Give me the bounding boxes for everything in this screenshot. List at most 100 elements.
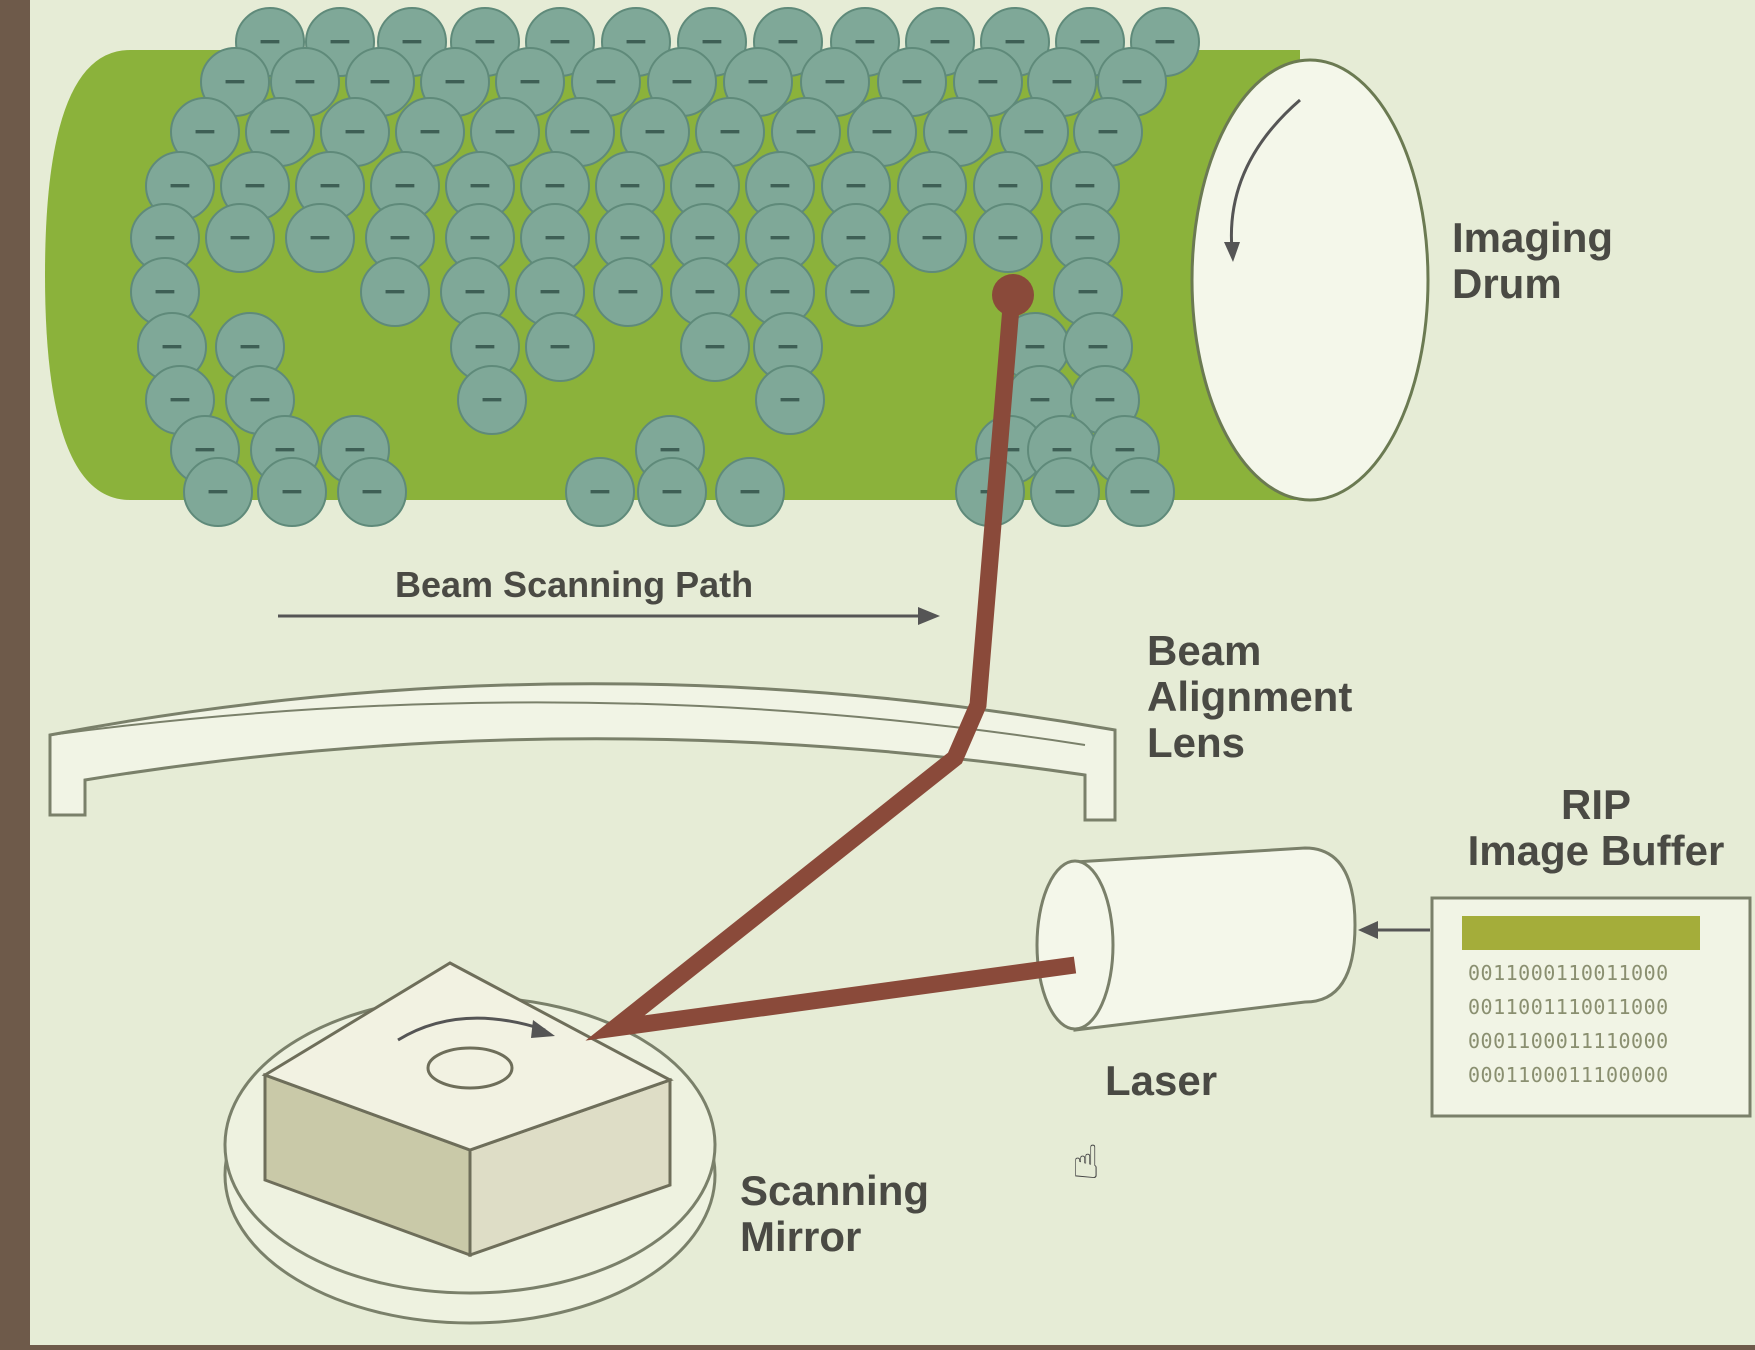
- toner-particle: [1105, 457, 1175, 527]
- toner-particles: −−−−−−−−−−−−−−−−−−−−−−−−−−−−−−−−−−−−−−−−…: [130, 7, 1200, 527]
- toner-particle: [973, 203, 1043, 273]
- toner-charge-sign: −: [617, 220, 642, 255]
- rip-buffer-highlight-row: [1462, 916, 1700, 950]
- imaging-drum-label-line1: Imaging: [1452, 214, 1614, 261]
- toner-charge-sign: −: [852, 24, 877, 59]
- scanning-mirror-label: Scanning Mirror: [740, 1167, 930, 1261]
- laser-aperture: [1035, 859, 1115, 1031]
- toner-charge-sign: −: [1022, 329, 1047, 364]
- laser-body: [1073, 846, 1357, 1032]
- toner-charge-sign: −: [899, 64, 924, 99]
- toner-charge-sign: −: [659, 474, 684, 509]
- scanning-mirror-label-line1: Scanning: [740, 1167, 930, 1214]
- toner-charge-sign: −: [702, 329, 727, 364]
- drum-rotation-arrow-icon: [1229, 98, 1301, 251]
- toner-charge-sign: −: [843, 168, 868, 203]
- toner-particle: [525, 312, 595, 382]
- toner-particle: [457, 365, 527, 435]
- toner-charge-sign: −: [547, 329, 572, 364]
- rip-buffer-bit-row: 0011001110011000: [1468, 995, 1669, 1019]
- toner-charge-sign: −: [479, 382, 504, 417]
- toner-charge-sign: −: [717, 114, 742, 149]
- toner-charge-sign: −: [847, 274, 872, 309]
- toner-charge-sign: −: [442, 64, 467, 99]
- toner-charge-sign: −: [1127, 474, 1152, 509]
- toner-charge-sign: −: [417, 114, 442, 149]
- toner-charge-sign: −: [257, 24, 282, 59]
- toner-charge-sign: −: [767, 168, 792, 203]
- toner-particle: [337, 457, 407, 527]
- laser-beam: [585, 294, 1077, 1041]
- scanning-mirror-label-line2: Mirror: [740, 1213, 862, 1261]
- rip-image-buffer-label-line2: Image Buffer: [1467, 827, 1725, 875]
- drum-rotation-arrowhead-icon: [1224, 242, 1240, 262]
- laser-label: Laser: [1105, 1057, 1218, 1104]
- toner-charge-sign: −: [222, 64, 247, 99]
- toner-charge-sign: −: [292, 64, 317, 99]
- toner-particle: [755, 365, 825, 435]
- toner-charge-sign: −: [392, 168, 417, 203]
- scanning-mirror-spindle: [426, 1046, 514, 1090]
- toner-charge-sign: −: [617, 168, 642, 203]
- toner-charge-sign: −: [542, 168, 567, 203]
- buffer-to-laser-arrowhead-icon: [1358, 921, 1378, 939]
- toner-charge-sign: −: [745, 64, 770, 99]
- rip-buffer-bit-row: 0001100011100000: [1468, 1063, 1669, 1087]
- toner-charge-sign: −: [1072, 220, 1097, 255]
- toner-charge-sign: −: [945, 114, 970, 149]
- toner-charge-sign: −: [975, 64, 1000, 99]
- toner-charge-sign: −: [995, 168, 1020, 203]
- toner-charge-sign: −: [205, 474, 230, 509]
- toner-particle: [205, 203, 275, 273]
- rip-buffer-bit-row: 0001100011110000: [1468, 1029, 1669, 1053]
- toner-particle: [593, 257, 663, 327]
- toner-charge-sign: −: [777, 382, 802, 417]
- toner-charge-sign: −: [537, 274, 562, 309]
- toner-charge-sign: −: [1095, 114, 1120, 149]
- toner-charge-sign: −: [1052, 474, 1077, 509]
- toner-charge-sign: −: [615, 274, 640, 309]
- toner-charge-sign: −: [793, 114, 818, 149]
- toner-charge-sign: −: [869, 114, 894, 149]
- toner-charge-sign: −: [317, 168, 342, 203]
- mirror-rotation-arrow-icon: [397, 1016, 546, 1042]
- toner-charge-sign: −: [152, 220, 177, 255]
- toner-charge-sign: −: [159, 329, 184, 364]
- toner-charge-sign: −: [692, 168, 717, 203]
- toner-charge-sign: −: [1152, 24, 1177, 59]
- toner-charge-sign: −: [775, 24, 800, 59]
- rip-image-buffer-label: RIP Image Buffer: [1445, 781, 1747, 875]
- rip-buffer-bit-rows: 0011000110011000001100111001100000011000…: [1468, 961, 1669, 1087]
- toner-charge-sign: −: [767, 274, 792, 309]
- toner-particle: [285, 203, 355, 273]
- toner-charge-sign: −: [237, 329, 262, 364]
- toner-charge-sign: −: [1092, 382, 1117, 417]
- toner-charge-sign: −: [822, 64, 847, 99]
- toner-charge-sign: −: [192, 114, 217, 149]
- toner-charge-sign: −: [542, 220, 567, 255]
- beam-alignment-lens-label: Beam Alignment Lens: [1147, 627, 1353, 767]
- toner-charge-sign: −: [382, 274, 407, 309]
- toner-charge-sign: −: [1085, 329, 1110, 364]
- toner-charge-sign: −: [995, 220, 1020, 255]
- toner-charge-sign: −: [462, 274, 487, 309]
- toner-charge-sign: −: [387, 220, 412, 255]
- toner-particle: [360, 257, 430, 327]
- toner-charge-sign: −: [567, 114, 592, 149]
- toner-charge-sign: −: [1027, 382, 1052, 417]
- toner-charge-sign: −: [307, 220, 332, 255]
- toner-charge-sign: −: [467, 168, 492, 203]
- toner-charge-sign: −: [359, 474, 384, 509]
- toner-charge-sign: −: [737, 474, 762, 509]
- toner-charge-sign: −: [692, 220, 717, 255]
- beam-alignment-lens-edge: [49, 701, 1086, 746]
- toner-charge-sign: −: [247, 382, 272, 417]
- imaging-drum-label-line2: Drum: [1452, 260, 1562, 308]
- toner-charge-sign: −: [623, 24, 648, 59]
- toner-charge-sign: −: [1049, 64, 1074, 99]
- beam-alignment-lens-label-line2: Alignment: [1147, 673, 1353, 721]
- toner-charge-sign: −: [919, 220, 944, 255]
- laser-beam-spot: [992, 274, 1034, 316]
- toner-charge-sign: −: [367, 64, 392, 99]
